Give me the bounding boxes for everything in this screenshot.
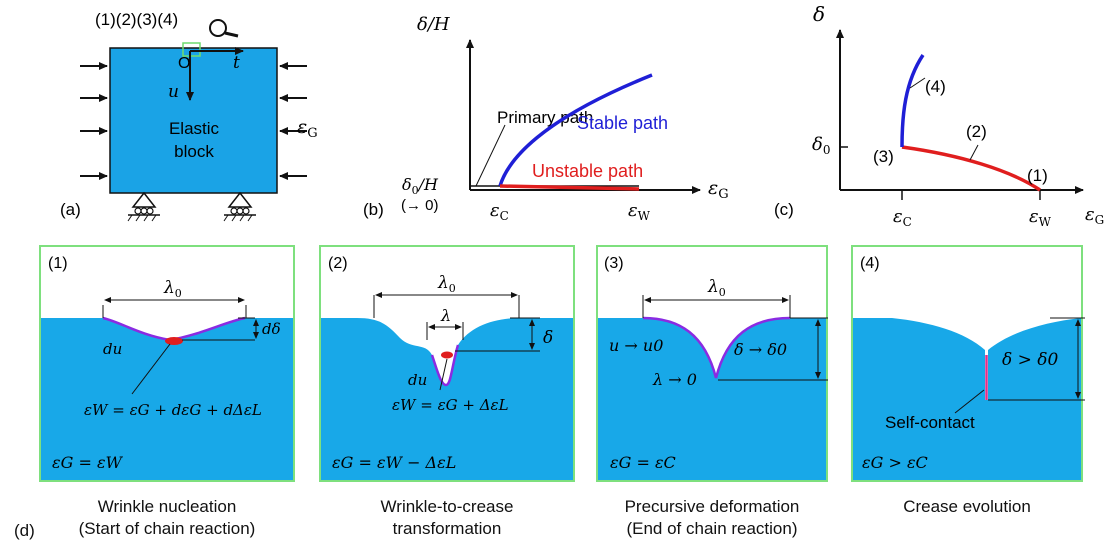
unstable-path-curve: [499, 184, 640, 191]
d1-leader: [131, 343, 171, 395]
d4-caption-1: Crease evolution: [903, 497, 1031, 516]
d2-body: [321, 318, 573, 480]
stable-path-label: Stable path: [577, 113, 668, 133]
d2-red-spot: [441, 351, 453, 359]
panel-c: δ εG δ0 εC εW (4) (2) (3) (1) (c): [774, 2, 1104, 229]
stable-path-curve: [498, 73, 653, 187]
c-red-curve: [901, 145, 1041, 192]
c-pt1-label: (1): [1027, 166, 1048, 185]
c-y0-label: δ0: [812, 134, 830, 157]
d4-num: (4): [860, 255, 880, 272]
t-axis-label: t: [233, 53, 240, 73]
d3-caption-2: (End of chain reaction): [626, 519, 798, 538]
panel-d2: (2) λ0 λ δ du εW = εG + ΔεL εG = εW − Δε…: [319, 245, 575, 482]
block-label-2: block: [174, 142, 214, 161]
d2-delta: δ: [543, 328, 553, 348]
d3-cond: εG = εC: [610, 453, 676, 472]
b-xc-label: εC: [490, 200, 509, 223]
b-xlabel: εG: [708, 177, 729, 202]
panel-c-label: (c): [774, 200, 794, 219]
d2-lambda: λ: [440, 306, 451, 325]
c-pt2-label: (2): [966, 122, 987, 141]
b-y0-note: (→ 0): [401, 197, 439, 214]
d2-caption-2: transformation: [392, 519, 502, 538]
d3-u-rel: u → u0: [609, 336, 663, 355]
panel-a-numbers: (1)(2)(3)(4): [95, 10, 178, 29]
panel-d1: (1) λ0 dδ du εW = εG + dεG + dΔεL εG = ε…: [39, 245, 295, 482]
primary-path-label: Primary path: [497, 108, 593, 127]
d4-body: [853, 318, 1081, 480]
d3-surface: [642, 316, 791, 379]
block-label-1: Elastic: [169, 119, 220, 138]
d1-delta: dδ: [262, 320, 281, 338]
b-xw-label: εW: [628, 200, 651, 223]
d1-num: (1): [48, 255, 68, 272]
elastic-block: [109, 47, 278, 194]
d2-caption-1: Wrinkle-to-crease: [380, 497, 514, 516]
d1-red-spot: [165, 337, 183, 345]
d1-caption-1: Wrinkle nucleation: [97, 497, 237, 516]
origin-label: O: [178, 55, 190, 72]
d2-du: du: [408, 371, 427, 389]
d4-contact: Self-contact: [885, 413, 975, 432]
zoom-box: [182, 42, 201, 57]
panel-d-label: (d): [14, 521, 35, 540]
c-pt2-leader: [969, 144, 979, 161]
panel-d3: (3) λ0 δ → δ0 u → u0 λ → 0 εG = εC: [596, 245, 828, 482]
c-xw-label: εW: [1029, 206, 1052, 229]
c-ylabel: δ: [813, 2, 825, 26]
panel-a-label: (a): [60, 200, 81, 219]
d1-caption-2: (Start of chain reaction): [78, 519, 256, 538]
right-compression-arrows: [279, 62, 307, 180]
c-pt4-label: (4): [925, 77, 946, 96]
c-pt3-label: (3): [873, 147, 894, 166]
left-compression-arrows: [80, 62, 108, 180]
primary-path-leader: [475, 124, 506, 187]
d4-cond: εG > εC: [862, 453, 928, 472]
d4-delta: δ > δ0: [1002, 350, 1059, 370]
d1-eqn: εW = εG + dεG + dΔεL: [84, 401, 262, 419]
c-blue-curve: [900, 54, 925, 148]
d3-caption-1: Precursive deformation: [624, 497, 800, 516]
d2-eqn: εW = εG + ΔεL: [392, 396, 509, 414]
b-ylabel: δ/H: [417, 14, 450, 35]
panel-d4: (4) δ > δ0 Self-contact εG > εC: [851, 245, 1085, 482]
c-pt4-leader: [909, 77, 926, 89]
d1-cond: εG = εW: [52, 453, 124, 472]
d2-num: (2): [328, 255, 348, 272]
strain-label: εG: [297, 116, 318, 141]
panel-a: (1)(2)(3)(4) O t u Elastic block εG: [60, 10, 318, 222]
magnifier-icon: [209, 19, 239, 38]
right-roller-support: [223, 191, 256, 222]
d3-lam-rel: λ → 0: [652, 370, 697, 389]
d3-num: (3): [604, 255, 624, 272]
d2-surface: [430, 344, 460, 387]
d4-leader: [954, 389, 985, 414]
d1-body: [41, 318, 293, 480]
u-axis-label: u: [168, 82, 179, 102]
unstable-path-label: Unstable path: [532, 161, 643, 181]
d3-body: [598, 318, 826, 480]
panel-b-label: (b): [363, 200, 384, 219]
d2-cond: εG = εW − ΔεL: [332, 453, 456, 472]
d1-du: du: [103, 340, 122, 358]
c-xc-label: εC: [893, 206, 912, 229]
b-y0-label: δ0/H: [402, 175, 439, 197]
left-roller-support: [127, 191, 160, 222]
panel-b: δ/H εG δ0/H (→ 0) εC εW Primary path Sta…: [363, 14, 729, 223]
c-xlabel: εG: [1085, 204, 1104, 227]
d3-delta: δ → δ0: [734, 340, 787, 359]
